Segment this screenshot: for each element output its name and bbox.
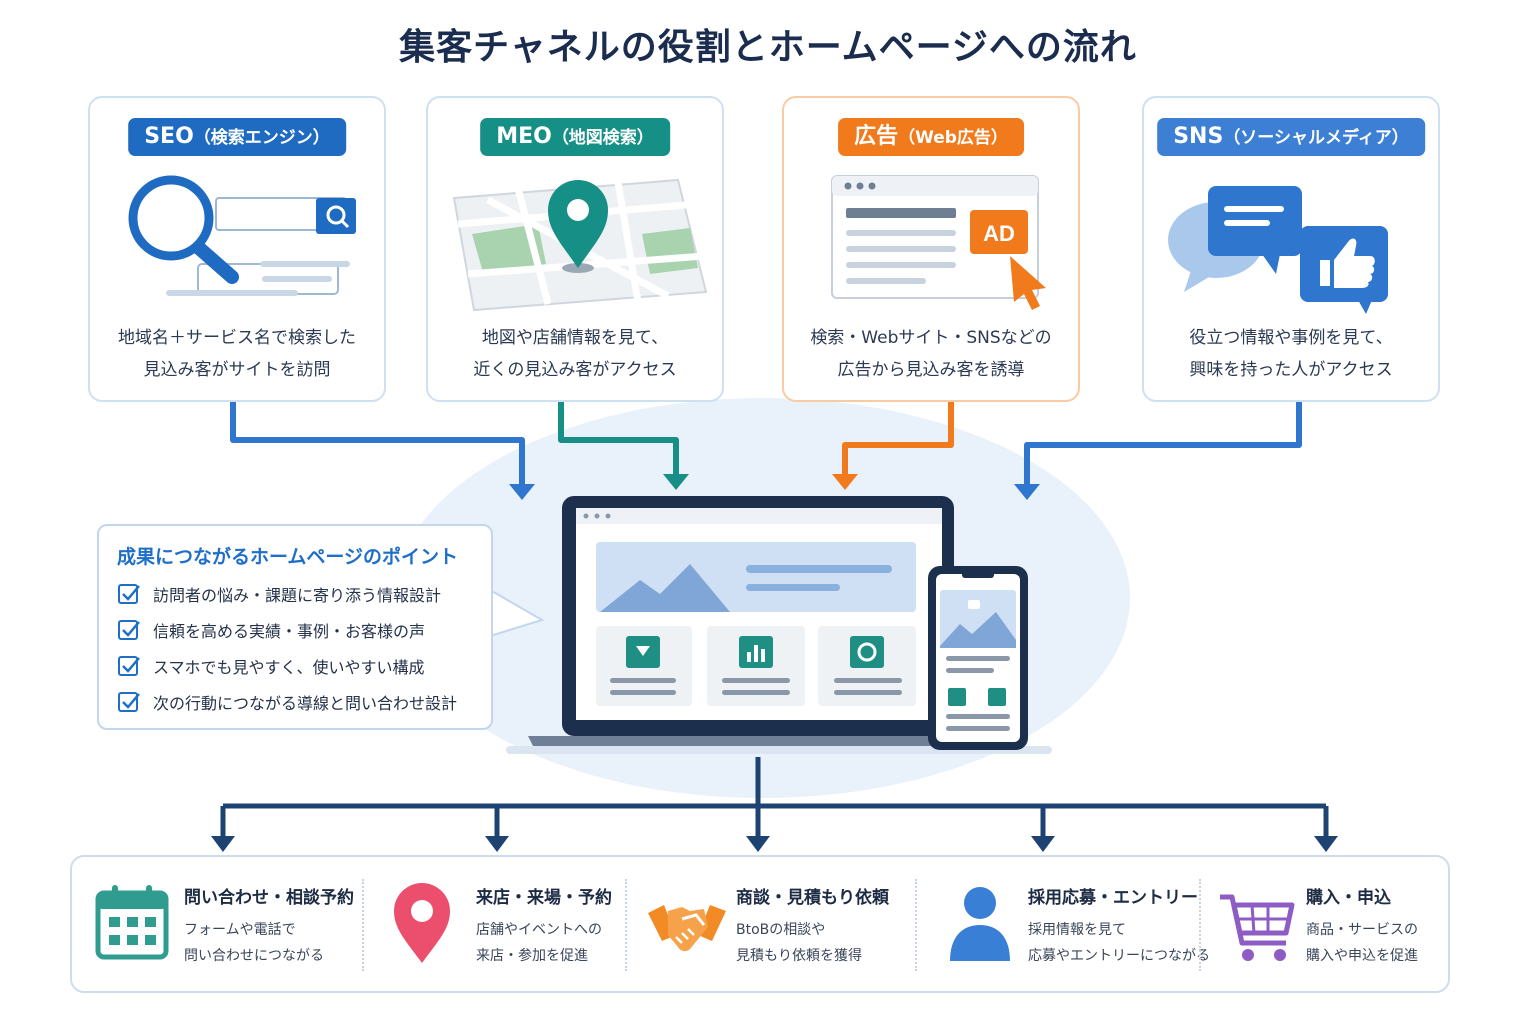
outcome-inquiry: 問い合わせ・相談予約 フォームや電話で問い合わせにつながる <box>80 857 360 995</box>
point-item: 信頼を高める実績・事例・お客様の声 <box>117 618 425 642</box>
channel-card-ad: 広告（Web広告） AD 検索・Webサイト・SNSなどの 広告から見込み客を誘… <box>782 96 1080 402</box>
channel-description: 役立つ情報や事例を見て、 興味を持った人がアクセス <box>1189 328 1393 380</box>
channel-card-meo: MEO（地図検索） 地図や店舗情報を見て、 近くの見込み客がアクセス <box>426 96 724 402</box>
channel-badge: SEO（検索エンジン） <box>128 118 346 156</box>
channel-description: 地域名＋サービス名で検索した 見込み客がサイトを訪問 <box>118 328 356 380</box>
ad-label: AD <box>983 221 1015 246</box>
channel-badge: SNS（ソーシャルメディア） <box>1157 118 1425 156</box>
outcome-visit: 来店・来場・予約 店舗やイベントへの来店・参加を促進 <box>372 857 628 995</box>
outcome-title: 購入・申込 <box>1306 888 1391 908</box>
checkbox-icon <box>117 618 141 642</box>
search-magnifier-icon <box>128 175 356 296</box>
outcome-title: 来店・来場・予約 <box>476 888 612 908</box>
outcome-title: 問い合わせ・相談予約 <box>184 888 354 908</box>
points-title: 成果につながるホームページのポイント <box>117 546 459 568</box>
outcome-recruit: 採用応募・エントリー 採用情報を見て応募やエントリーにつながる <box>924 857 1210 995</box>
person-icon <box>950 887 1010 961</box>
outcome-description: 店舗やイベントへの来店・参加を促進 <box>476 922 602 964</box>
point-item: 訪問者の悩み・課題に寄り添う情報設計 <box>117 582 441 606</box>
outcomes-panel: 問い合わせ・相談予約 フォームや電話で問い合わせにつながる 来店・来場・予約 店… <box>70 855 1450 993</box>
page-title: 集客チャネルの役割とホームページへの流れ <box>399 27 1137 68</box>
checkbox-icon <box>117 690 141 714</box>
shopping-cart-icon <box>1220 894 1295 961</box>
channel-card-seo: SEO（検索エンジン） 地域名＋サービス名で検索した 見込み客がサイトを訪問 <box>88 96 386 402</box>
outcome-description: 商品・サービスの購入や申込を促進 <box>1306 922 1418 964</box>
checkbox-icon <box>117 654 141 678</box>
channel-card-sns: SNS（ソーシャルメディア） 役立つ情報や事例を見て、 興味を持った人がアクセス <box>1142 96 1440 402</box>
handshake-icon <box>648 905 726 952</box>
outcome-purchase: 購入・申込 商品・サービスの購入や申込を促進 <box>1202 857 1442 995</box>
channel-description: 検索・Webサイト・SNSなどの 広告から見込み客を誘導 <box>810 328 1052 380</box>
channel-description: 地図や店舗情報を見て、 近くの見込み客がアクセス <box>473 328 677 380</box>
outcome-business: 商談・見積もり依頼 BtoBの相談や見積もり依頼を獲得 <box>632 857 918 995</box>
divider <box>1199 879 1201 971</box>
divider <box>362 879 364 971</box>
outcome-title: 商談・見積もり依頼 <box>736 888 889 908</box>
ad-browser-icon: AD <box>831 175 1046 310</box>
chat-like-icon <box>1168 186 1388 314</box>
outcome-description: 採用情報を見て応募やエントリーにつながる <box>1028 922 1210 964</box>
outcome-title: 採用応募・エントリー <box>1028 888 1198 908</box>
map-pin-icon <box>452 178 708 312</box>
divider <box>625 879 627 971</box>
checkbox-icon <box>117 582 141 606</box>
point-item: スマホでも見やすく、使いやすい構成 <box>117 654 425 678</box>
channel-badge: MEO（地図検索） <box>480 118 670 156</box>
points-box: 成果につながるホームページのポイント 訪問者の悩み・課題に寄り添う情報設計 信頼… <box>97 524 493 730</box>
outcome-description: BtoBの相談や見積もり依頼を獲得 <box>736 922 862 964</box>
point-item: 次の行動につながる導線と問い合わせ設計 <box>117 690 457 714</box>
channel-badge: 広告（Web広告） <box>838 118 1024 156</box>
divider <box>915 879 917 971</box>
outcome-description: フォームや電話で問い合わせにつながる <box>184 922 324 964</box>
calendar-icon <box>95 885 169 960</box>
location-pin-icon <box>394 883 450 963</box>
